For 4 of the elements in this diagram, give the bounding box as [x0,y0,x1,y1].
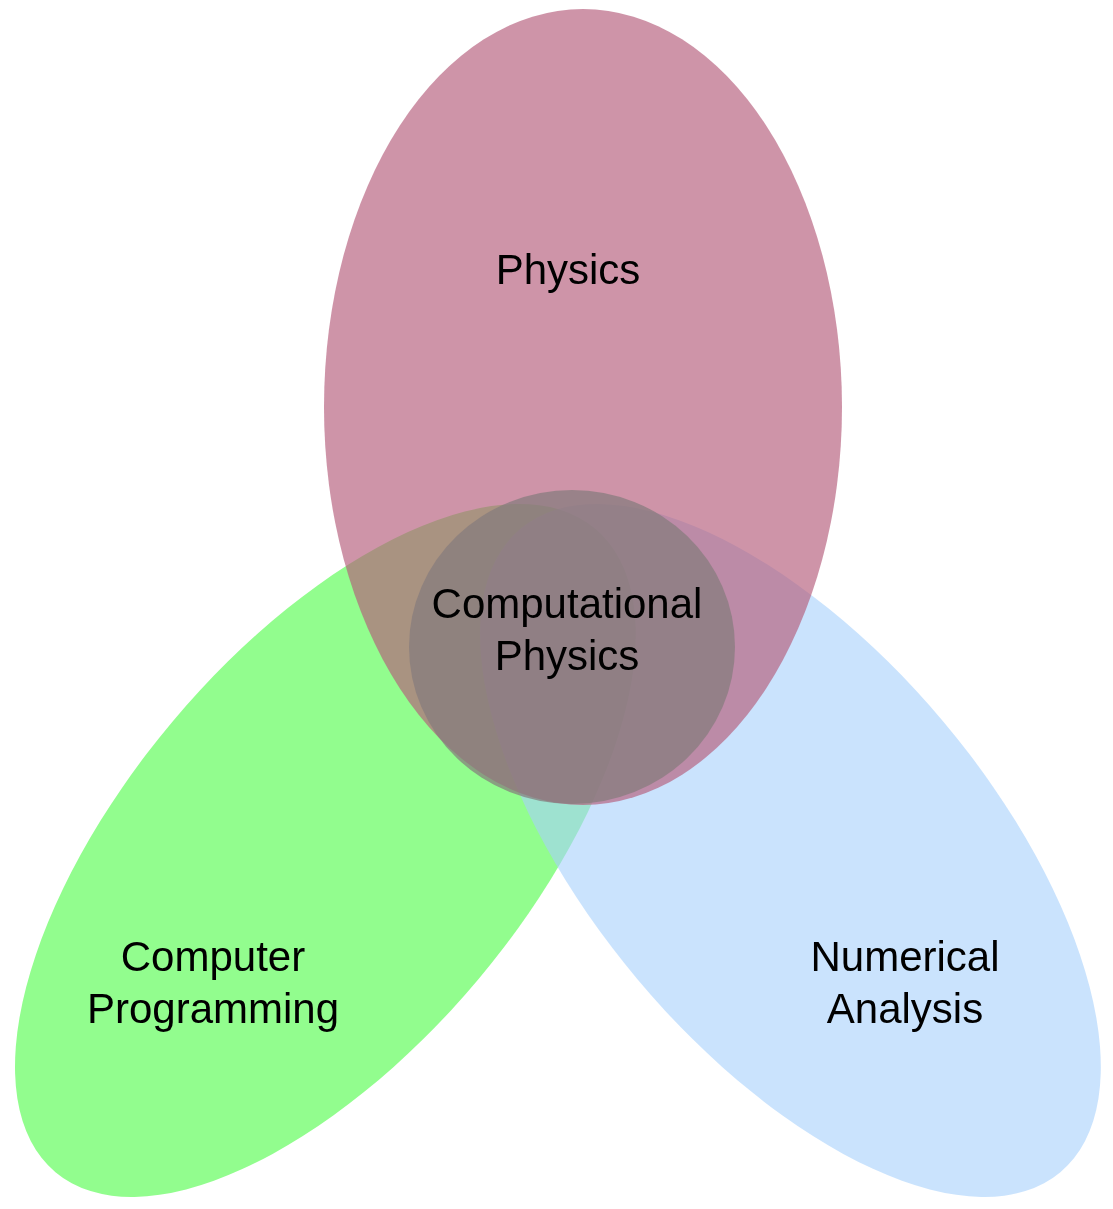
set-label: Numerical Analysis [809,932,1001,1034]
set-label: Computational Physics [430,579,704,681]
set-label: Computer Programming [85,932,341,1034]
set-label: Physics [494,245,642,295]
